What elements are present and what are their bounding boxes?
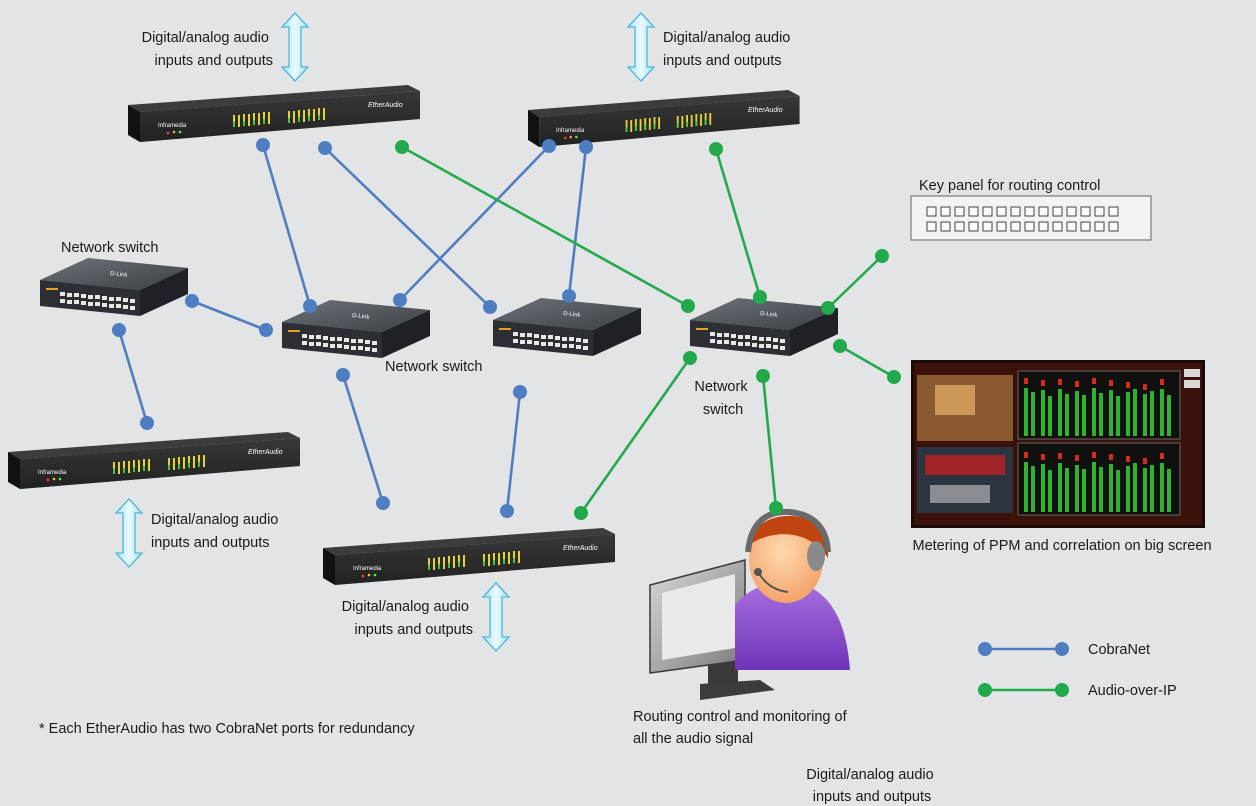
footnote: * Each EtherAudio has two CobraNet ports… <box>39 721 415 737</box>
aoip-link <box>579 357 692 514</box>
aoip-link <box>761 375 778 509</box>
key-panel <box>910 195 1152 241</box>
aoip-port <box>753 290 767 304</box>
operator-label: Routing control and monitoring of all th… <box>633 709 851 747</box>
io-label-bottom-right: Digital/analog audio inputs and outputs <box>806 767 937 805</box>
aoip-port <box>875 249 889 263</box>
svg-text:Inframedia: Inframedia <box>158 123 187 129</box>
svg-text:Inframedia: Inframedia <box>556 128 585 134</box>
legend-item-cobranet: CobraNet <box>978 642 1150 658</box>
cobranet-link <box>117 329 149 424</box>
cobranet-port <box>376 496 390 510</box>
io-label-top-left: Digital/analog audio inputs and outputs <box>142 30 273 69</box>
aoip-link <box>401 145 689 308</box>
network-switch-label-center: Network switch <box>385 359 483 375</box>
cobranet-port <box>393 293 407 307</box>
cobranet-link <box>341 374 385 504</box>
audio-over-ip-links <box>401 145 895 514</box>
aoip-port <box>681 299 695 313</box>
cobranet-link <box>505 391 522 512</box>
aoip-port <box>709 142 723 156</box>
cobranet-port <box>542 139 556 153</box>
cobranet-port <box>483 300 497 314</box>
cobranet-port <box>303 299 317 313</box>
cobranet-link <box>191 299 267 332</box>
cobranet-link <box>324 147 491 308</box>
aoip-port <box>756 369 770 383</box>
network-switch-right: D-Link <box>690 298 838 356</box>
svg-text:D-Link: D-Link <box>110 271 129 279</box>
cobranet-ports <box>112 138 593 518</box>
legend-label-cobranet: CobraNet <box>1088 642 1150 658</box>
cobranet-port <box>562 289 576 303</box>
cobranet-port <box>256 138 270 152</box>
metering-big-screen <box>911 360 1205 528</box>
cobranet-port <box>500 504 514 518</box>
io-arrow-top-right <box>627 12 655 82</box>
io-arrow-left <box>115 498 143 568</box>
cobranet-links <box>117 144 588 512</box>
svg-text:EtherAudio: EtherAudio <box>563 545 598 552</box>
aoip-link <box>839 344 895 379</box>
svg-text:Inframedia: Inframedia <box>353 566 382 572</box>
key-panel-label: Key panel for routing control <box>919 178 1100 194</box>
svg-text:EtherAudio: EtherAudio <box>368 102 403 109</box>
cobranet-link <box>399 145 550 301</box>
network-switch-center: D-Link <box>493 298 641 356</box>
operator-workstation <box>649 508 850 700</box>
cobranet-port <box>579 140 593 154</box>
aoip-port <box>887 370 901 384</box>
cobranet-port <box>185 294 199 308</box>
etheraudio-unit-bottom: Inframedia EtherAudio <box>323 528 615 585</box>
aoip-port <box>821 301 835 315</box>
aoip-port <box>769 501 783 515</box>
svg-text:Inframedia: Inframedia <box>38 470 67 476</box>
cobranet-port <box>513 385 527 399</box>
io-label-left: Digital/analog audio inputs and outputs <box>151 512 282 551</box>
cobranet-link <box>567 146 588 297</box>
svg-text:EtherAudio: EtherAudio <box>248 449 283 456</box>
network-switch-center-left: D-Link <box>282 300 430 358</box>
svg-text:D-Link: D-Link <box>352 313 371 321</box>
cobranet-port <box>140 416 154 430</box>
etheraudio-unit-left: Inframedia EtherAudio <box>8 432 300 489</box>
legend: CobraNet Audio-over-IP <box>978 642 1177 699</box>
big-screen-label: Metering of PPM and correlation on big s… <box>912 538 1211 554</box>
network-switch-label-far-left: Network switch <box>61 240 159 256</box>
aoip-link <box>827 255 883 309</box>
io-label-bottom: Digital/analog audio inputs and outputs <box>342 599 473 638</box>
etheraudio-unit-top-left: Inframedia EtherAudio <box>128 85 420 142</box>
aoip-ports <box>395 140 901 520</box>
etheraudio-unit-top-right: Inframedia EtherAudio <box>528 90 800 147</box>
cobranet-port <box>336 368 350 382</box>
aoip-port <box>833 339 847 353</box>
svg-text:D-Link: D-Link <box>563 311 582 319</box>
io-arrow-top-left <box>281 12 309 82</box>
aoip-link <box>714 148 762 298</box>
legend-item-audio-over-ip: Audio-over-IP <box>978 683 1177 699</box>
cobranet-port <box>112 323 126 337</box>
cobranet-link <box>261 144 312 307</box>
io-label-top-right: Digital/analog audio inputs and outputs <box>663 30 794 69</box>
svg-text:D-Link: D-Link <box>760 311 779 319</box>
io-arrow-bottom <box>482 582 510 652</box>
network-switch-label-right: Network switch <box>694 379 751 418</box>
cobranet-port <box>318 141 332 155</box>
cobranet-port <box>259 323 273 337</box>
aoip-port <box>574 506 588 520</box>
aoip-port <box>395 140 409 154</box>
svg-text:EtherAudio: EtherAudio <box>748 107 783 114</box>
network-switch-far-left: D-Link <box>40 258 188 316</box>
aoip-port <box>683 351 697 365</box>
legend-label-audio-over-ip: Audio-over-IP <box>1088 683 1177 699</box>
